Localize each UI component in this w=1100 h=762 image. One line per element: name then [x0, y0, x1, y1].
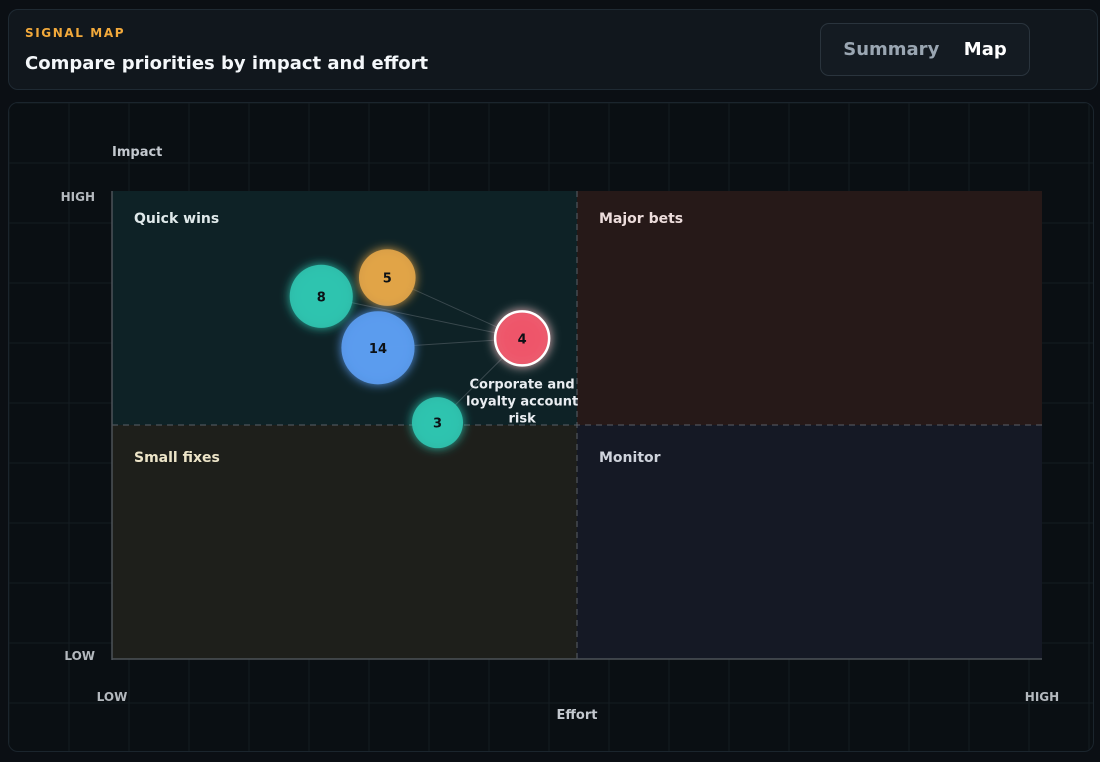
- bubble-point[interactable]: 8: [289, 264, 353, 328]
- connector-line: [321, 295, 523, 339]
- bubble-circle[interactable]: [358, 249, 416, 306]
- bubble-circle[interactable]: [411, 397, 464, 449]
- bubble-point[interactable]: 5: [358, 249, 416, 306]
- tab-summary[interactable]: Summary: [843, 39, 940, 60]
- bubble-point[interactable]: 4: [493, 310, 551, 367]
- bubble-callout-text: risk: [508, 411, 536, 426]
- quadrant-small-fixes: [112, 425, 577, 659]
- x-tick-high: HIGH: [1025, 690, 1059, 704]
- x-tick-low: LOW: [97, 690, 128, 704]
- y-axis-label: Impact: [112, 145, 162, 160]
- bubble-circle[interactable]: [341, 311, 415, 385]
- bubble-point[interactable]: 14: [341, 311, 415, 385]
- bubble-label: 4: [518, 332, 527, 347]
- quadrant-major-bets: [577, 191, 1042, 425]
- bubble-callout-text: loyalty account: [466, 394, 578, 409]
- y-tick-low: LOW: [64, 649, 95, 663]
- bubble-label: 8: [317, 290, 326, 305]
- quadrant-monitor: [577, 425, 1042, 659]
- section-eyebrow: SIGNAL MAP: [25, 26, 126, 40]
- y-tick-high: HIGH: [61, 190, 95, 204]
- quadrant-label-monitor: Monitor: [599, 450, 661, 466]
- priority-map-chart: Quick wins Major bets Small fixes Monito…: [9, 103, 1093, 751]
- bubble-circle[interactable]: [493, 310, 551, 367]
- bubble-point[interactable]: 3: [411, 397, 464, 449]
- quadrant-label-quick-wins: Quick wins: [134, 211, 219, 227]
- tab-map[interactable]: Map: [963, 39, 1007, 60]
- bubble-label: 3: [433, 417, 442, 432]
- quadrant-label-major-bets: Major bets: [599, 211, 683, 227]
- bubble-label: 14: [369, 342, 387, 357]
- map-panel: Quick wins Major bets Small fixes Monito…: [8, 102, 1094, 752]
- bubble-callout-text: Corporate and: [470, 377, 575, 392]
- bubble-circle[interactable]: [289, 264, 353, 328]
- page-title: Compare priorities by impact and effort: [25, 53, 429, 74]
- x-axis-label: Effort: [557, 708, 598, 723]
- view-toggle: Summary Map: [820, 23, 1030, 76]
- quadrant-label-small-fixes: Small fixes: [134, 450, 220, 466]
- header-panel: SIGNAL MAP Compare priorities by impact …: [8, 9, 1098, 90]
- bubble-label: 5: [383, 272, 392, 287]
